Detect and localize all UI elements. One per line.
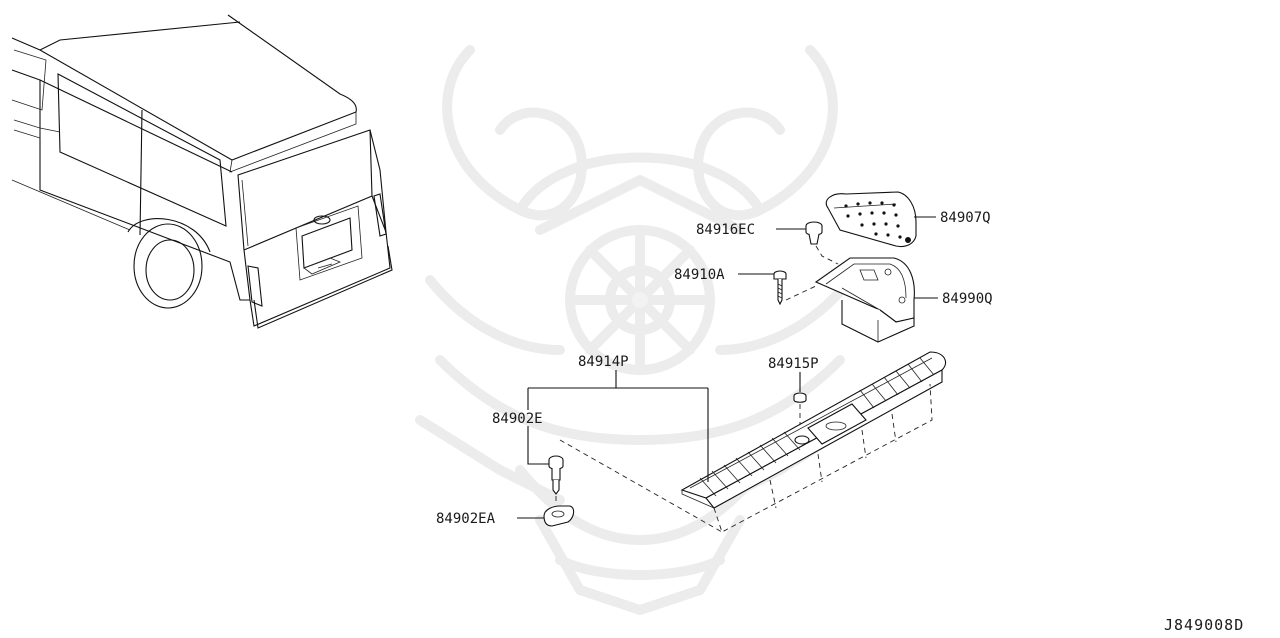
part-84910A-screw (773, 270, 817, 306)
part-84916EC-clip (805, 221, 839, 265)
label-84990Q: 84990Q (942, 291, 993, 307)
label-84915P: 84915P (768, 356, 819, 372)
mounting-line (559, 439, 723, 533)
leader-lines (517, 216, 938, 519)
van-illustration (11, 14, 393, 329)
part-84990Q-bracket (814, 257, 915, 343)
part-84902EA-grommet (543, 505, 575, 527)
label-84914P: 84914P (578, 354, 629, 370)
label-84902E: 84902E (492, 411, 543, 427)
diagram-code: J849008D (1164, 616, 1244, 634)
label-84916EC: 84916EC (696, 222, 755, 238)
part-84915P-plug (793, 392, 807, 436)
label-84902EA: 84902EA (436, 511, 496, 527)
label-84907Q: 84907Q (940, 210, 991, 226)
part-84902E-clip (548, 455, 564, 504)
part-84907Q-plate (825, 191, 917, 248)
label-84910A: 84910A (674, 267, 725, 283)
part-84914P-scuff-plate (680, 351, 947, 533)
